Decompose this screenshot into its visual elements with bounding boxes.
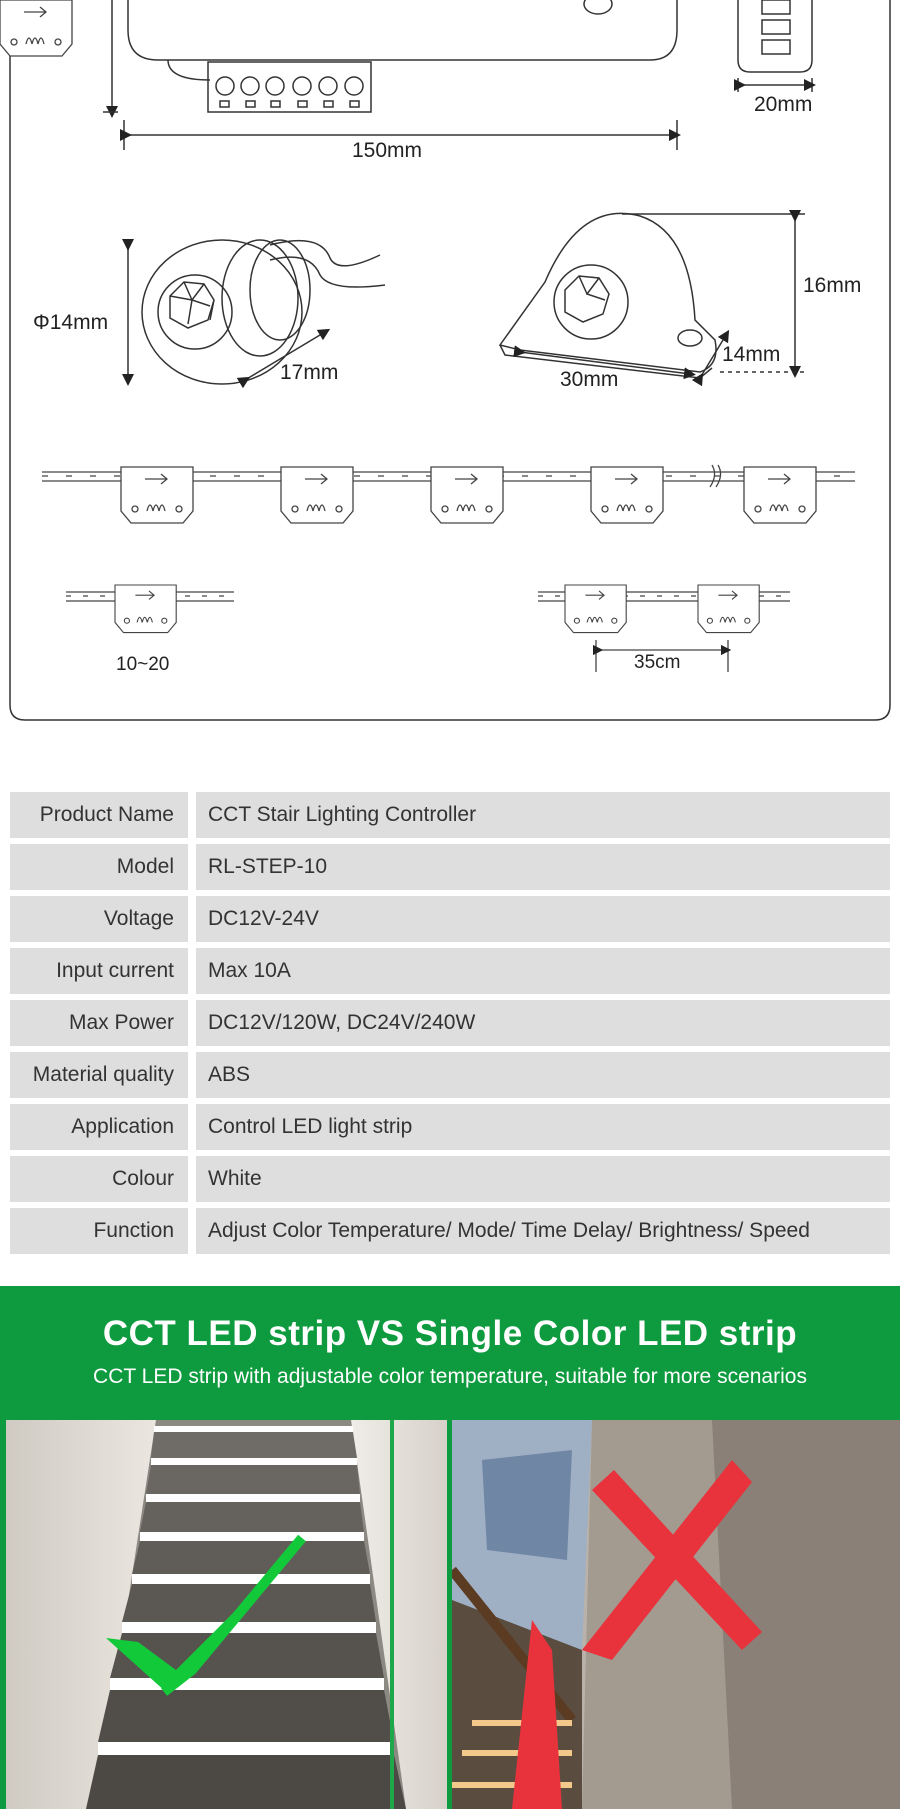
spec-label: Max Power [10,1000,188,1046]
comparison-subtitle: CCT LED strip with adjustable color temp… [93,1365,807,1388]
controller-length-label: 150mm [352,139,423,162]
spec-label: Colour [10,1156,188,1202]
spacing-label: 35cm [634,652,681,673]
cct-stairs-photo [6,1420,447,1809]
spec-value: Control LED light strip [196,1104,890,1150]
spec-value: RL-STEP-10 [196,844,890,890]
stair-steps [86,1426,406,1809]
spec-value: ABS [196,1052,890,1098]
controller-width-label: 20mm [754,93,813,116]
spec-label: Application [10,1104,188,1150]
wedge-sensor-height-label: 16mm [803,274,862,297]
strip-single-drawing [66,584,234,634]
spec-label: Material quality [10,1052,188,1098]
round-sensor-diameter-label: Φ14mm [33,311,109,334]
led-strip-chain-drawing [0,0,855,524]
spec-label: Model [10,844,188,890]
spec-value: White [196,1156,890,1202]
strip-spacing-drawing [538,584,790,672]
wedge-sensor-drawing [498,210,805,387]
spec-label: Product Name [10,792,188,838]
dimension-diagram: 150mm 20mm Φ14mm 17mm 16mm 14mm 30mm 10~… [0,0,900,740]
spec-value: Max 10A [196,948,890,994]
comparison-title: CCT LED strip VS Single Color LED strip [102,1314,798,1353]
diagram-drawing [0,0,891,721]
step-count-label: 10~20 [116,654,170,675]
round-sensor-drawing [122,239,386,389]
round-sensor-length-label: 17mm [280,361,339,384]
spec-value: CCT Stair Lighting Controller [196,792,890,838]
wedge-sensor-length-label: 30mm [560,368,619,391]
spec-label: Voltage [10,896,188,942]
spec-value: Adjust Color Temperature/ Mode/ Time Del… [196,1208,890,1254]
wedge-sensor-depth-label: 14mm [722,343,781,366]
spec-value: DC12V-24V [196,896,890,942]
spec-label: Input current [10,948,188,994]
spec-value: DC12V/120W, DC24V/240W [196,1000,890,1046]
single-color-stairs-photo [452,1420,900,1809]
controller-drawing [103,0,816,150]
spec-label: Function [10,1208,188,1254]
